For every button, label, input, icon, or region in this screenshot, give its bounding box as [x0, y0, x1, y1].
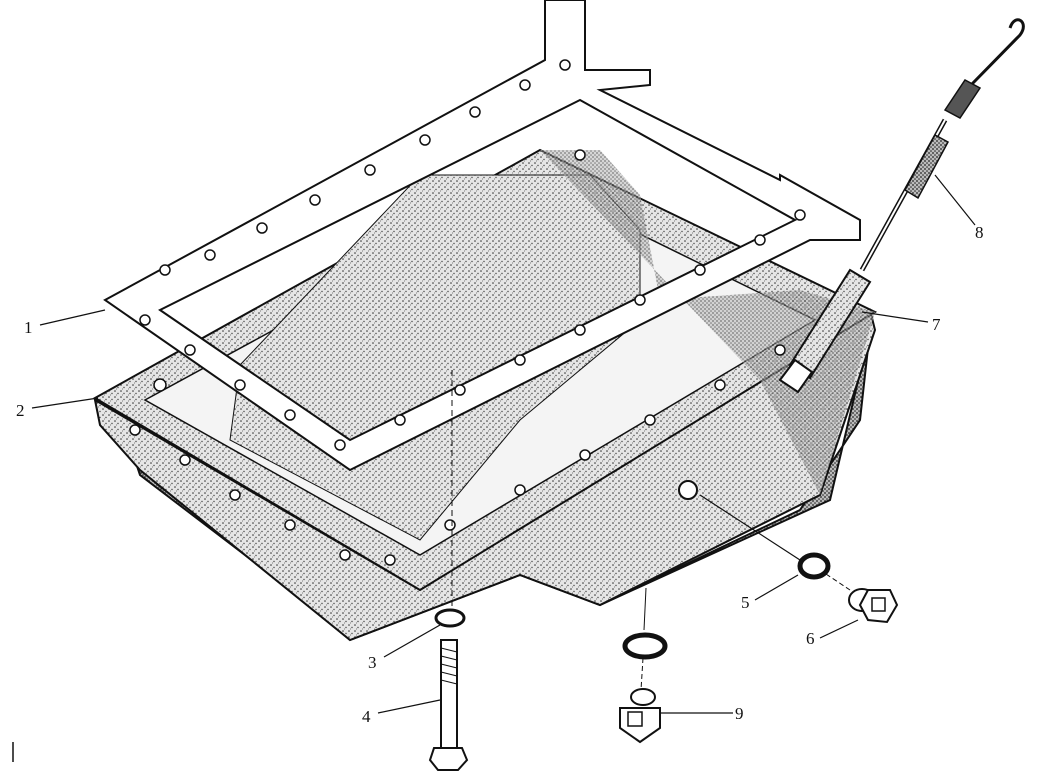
- gasket: [103, 0, 861, 472]
- dipstick-tube: [778, 268, 872, 394]
- sealing-ring-side: [797, 552, 831, 580]
- drain-plug-bottom: [619, 688, 661, 744]
- callout-2: 2: [16, 401, 25, 420]
- rim-bolt-holes: [129, 149, 846, 566]
- assembly-axis-line-bottom: [643, 587, 647, 631]
- washer: [434, 608, 466, 628]
- callout-7: 7: [932, 315, 941, 334]
- dipstick: [859, 18, 1025, 272]
- pan-front-flange: [540, 150, 875, 495]
- callout-8: 8: [975, 223, 984, 242]
- drain-plug-side: [848, 588, 899, 624]
- leader-lines: [31, 174, 976, 714]
- gasket-bolt-holes: [139, 59, 806, 451]
- assembly-axis-line-side: [825, 573, 851, 591]
- callout-4: 4: [362, 707, 371, 726]
- gasket-outline: [103, 0, 861, 472]
- callout-5: 5: [741, 593, 750, 612]
- drain-hole: [678, 480, 698, 500]
- callout-6: 6: [806, 629, 815, 648]
- assembly-axis-line-bottom-2: [640, 657, 644, 691]
- bolt: [428, 639, 469, 771]
- sealing-ring-bottom: [622, 632, 668, 660]
- callout-9: 9: [735, 704, 744, 723]
- callout-3: 3: [368, 653, 377, 672]
- callout-1: 1: [24, 318, 33, 337]
